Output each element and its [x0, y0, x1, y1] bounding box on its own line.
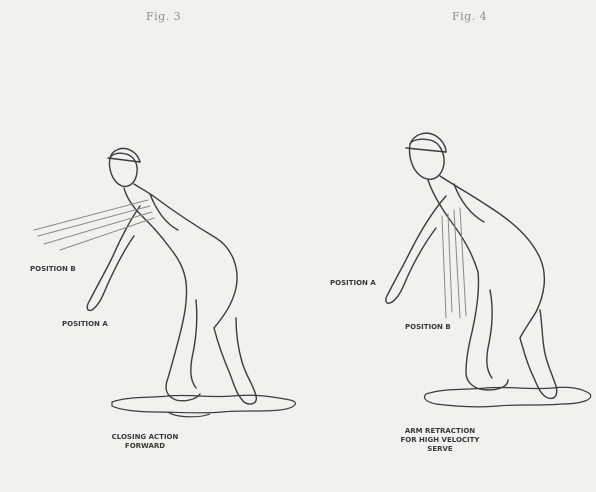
fig3-swimmer — [34, 148, 295, 416]
fig3-title: Fig. 3 — [146, 10, 181, 23]
fig4-title: Fig. 4 — [452, 10, 487, 23]
fig4-suit-strap — [454, 184, 484, 222]
fig4-arm-position-b-trace — [454, 210, 460, 318]
fig3-leg-back — [214, 318, 256, 404]
fig3-label-position-b: POSITION B — [30, 265, 76, 274]
fig3-caption-line-1: CLOSING ACTION — [80, 433, 210, 442]
fig4-caption: ARM RETRACTION FOR HIGH VELOCITY SERVE — [380, 427, 500, 454]
fig3-torso-front — [124, 188, 186, 282]
fig4-leg-front — [466, 272, 508, 390]
fig4-swimmer — [386, 133, 591, 407]
fig4-leg-back — [520, 310, 557, 398]
fig3-arm-position-b-trace — [38, 206, 150, 236]
fig4-head — [410, 139, 445, 179]
fig4-caption-line-2: FOR HIGH VELOCITY — [380, 436, 500, 445]
fig4-torso-front — [428, 180, 478, 272]
fig3-water-puddle — [112, 395, 295, 413]
fig4-label-position-a: POSITION A — [330, 279, 376, 288]
fig3-arm-position-a — [87, 206, 140, 310]
fig3-caption-line-2: FORWARD — [80, 442, 210, 451]
fig4-water-puddle — [424, 387, 590, 407]
fig3-leg-front-inner — [191, 300, 197, 388]
fig3-caption: CLOSING ACTION FORWARD — [80, 433, 210, 451]
fig4-label-position-b: POSITION B — [405, 323, 451, 332]
fig4-caption-line-3: SERVE — [380, 445, 500, 454]
fig4-arm-position-a — [386, 196, 446, 303]
fig4-leg-front-inner — [487, 290, 492, 378]
fig4-caption-line-1: ARM RETRACTION — [380, 427, 500, 436]
fig3-suit-strap — [150, 194, 178, 230]
fig3-label-position-a: POSITION A — [62, 320, 108, 329]
fig4-goggle-band — [406, 148, 446, 152]
